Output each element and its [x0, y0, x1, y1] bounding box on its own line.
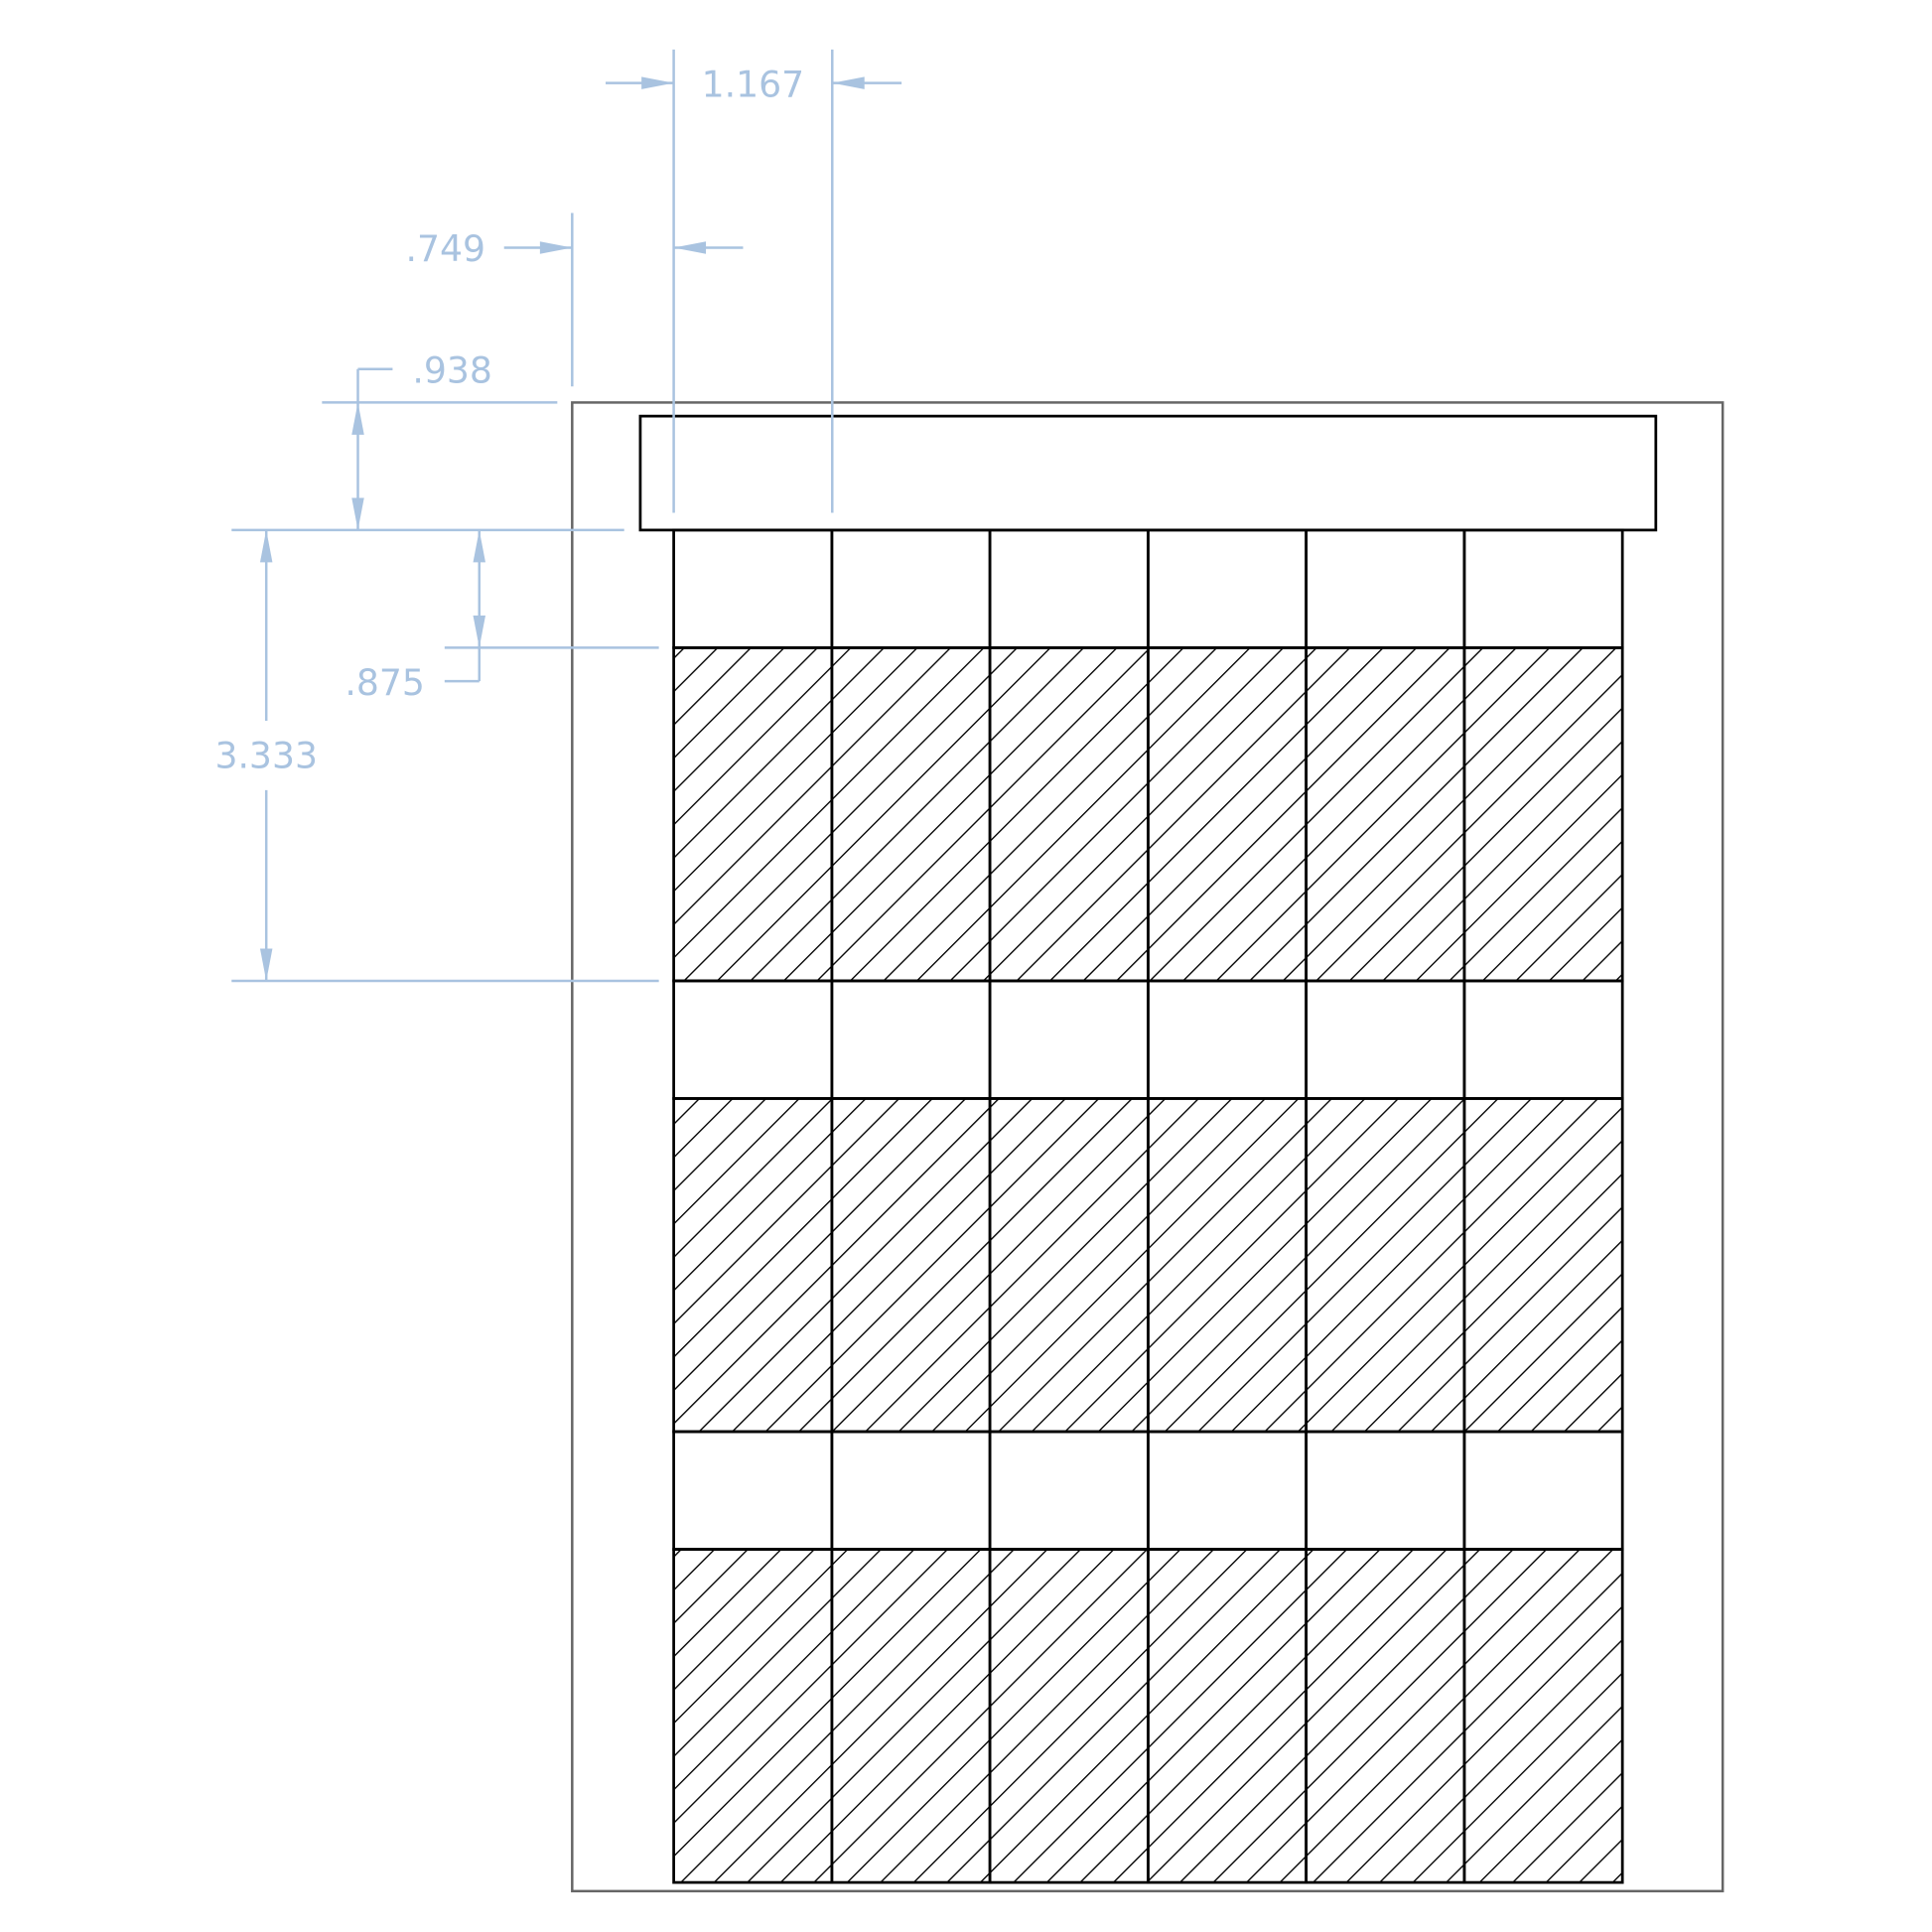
rack-drawing [638, 414, 1658, 1884]
hatched-cell [1147, 646, 1309, 983]
top-bar [638, 414, 1658, 532]
dimension-label-top-bar-height: .938 [412, 348, 492, 391]
open-cell [1305, 979, 1466, 1100]
dimension-label-left-offset: .749 [405, 227, 485, 270]
hatched-cell [1462, 1548, 1624, 1884]
open-cell [1462, 1430, 1624, 1551]
dimension-top-bar-height: .938 [231, 348, 624, 532]
open-cell [988, 528, 1150, 649]
open-cell [1147, 979, 1309, 1100]
open-cell [830, 1430, 992, 1551]
dimension-label-gap-height: .875 [345, 661, 425, 704]
open-cell [830, 528, 992, 649]
hatched-cell [830, 1548, 992, 1884]
open-cell [1147, 1430, 1309, 1551]
open-cell [988, 1430, 1150, 1551]
open-cell [988, 979, 1150, 1100]
dimension-column-width: 1.167 [605, 49, 902, 513]
hatched-cell [1462, 646, 1624, 983]
hatched-cell [1305, 1548, 1466, 1884]
open-cell [830, 979, 992, 1100]
open-cell [672, 1430, 834, 1551]
hatched-cell [1305, 646, 1466, 983]
open-cell [1462, 528, 1624, 649]
hatched-cell [1147, 1097, 1309, 1434]
open-cell [672, 528, 834, 649]
hatched-cell [988, 1097, 1150, 1434]
dimension-left-offset: .749 [405, 212, 744, 387]
hatched-cell [1305, 1097, 1466, 1434]
hatched-cell [672, 646, 834, 983]
hatched-cell [988, 646, 1150, 983]
dimension-label-column-width: 1.167 [702, 63, 805, 105]
hatched-cell [830, 1097, 992, 1434]
hatched-cell [830, 646, 992, 983]
open-cell [1462, 979, 1624, 1100]
open-cell [672, 979, 834, 1100]
hatched-cell [1147, 1548, 1309, 1884]
hatched-cell [672, 1548, 834, 1884]
open-cell [1147, 528, 1309, 649]
hatched-cell [988, 1548, 1150, 1884]
dimension-module-height: 3.333 [214, 529, 659, 983]
open-cell [1305, 528, 1466, 649]
hatched-cell [672, 1097, 834, 1434]
open-cell [1305, 1430, 1466, 1551]
hatched-cell [1462, 1097, 1624, 1434]
dimension-gap-height: .875 [345, 529, 659, 704]
sheet-border [571, 401, 1725, 1893]
dimension-label-module-height: 3.333 [214, 734, 318, 776]
